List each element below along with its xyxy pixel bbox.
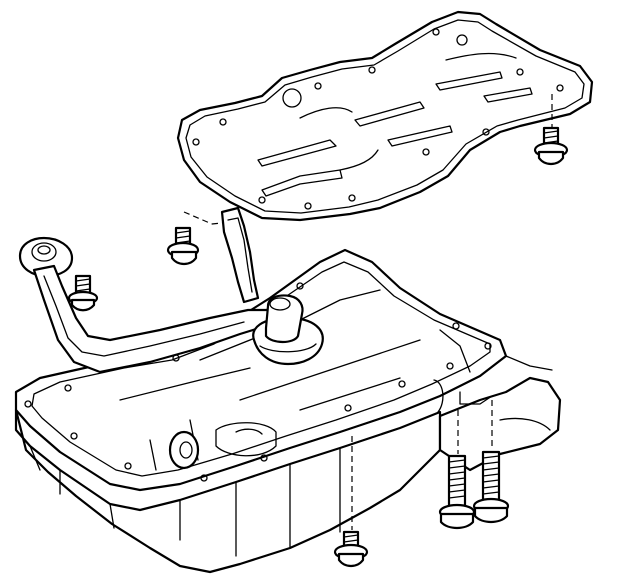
baffle-plate [176,10,594,222]
bolt-bottom [333,436,369,568]
bolt-upper-right [533,94,569,166]
long-bolt-right [472,400,510,524]
long-bolt-left [438,410,476,530]
bolt-left-mid [166,211,213,266]
pickup-tube-gasket [211,206,260,304]
bolt-pipe-left [67,274,99,312]
oil-pump-pickup-tube [18,236,324,374]
